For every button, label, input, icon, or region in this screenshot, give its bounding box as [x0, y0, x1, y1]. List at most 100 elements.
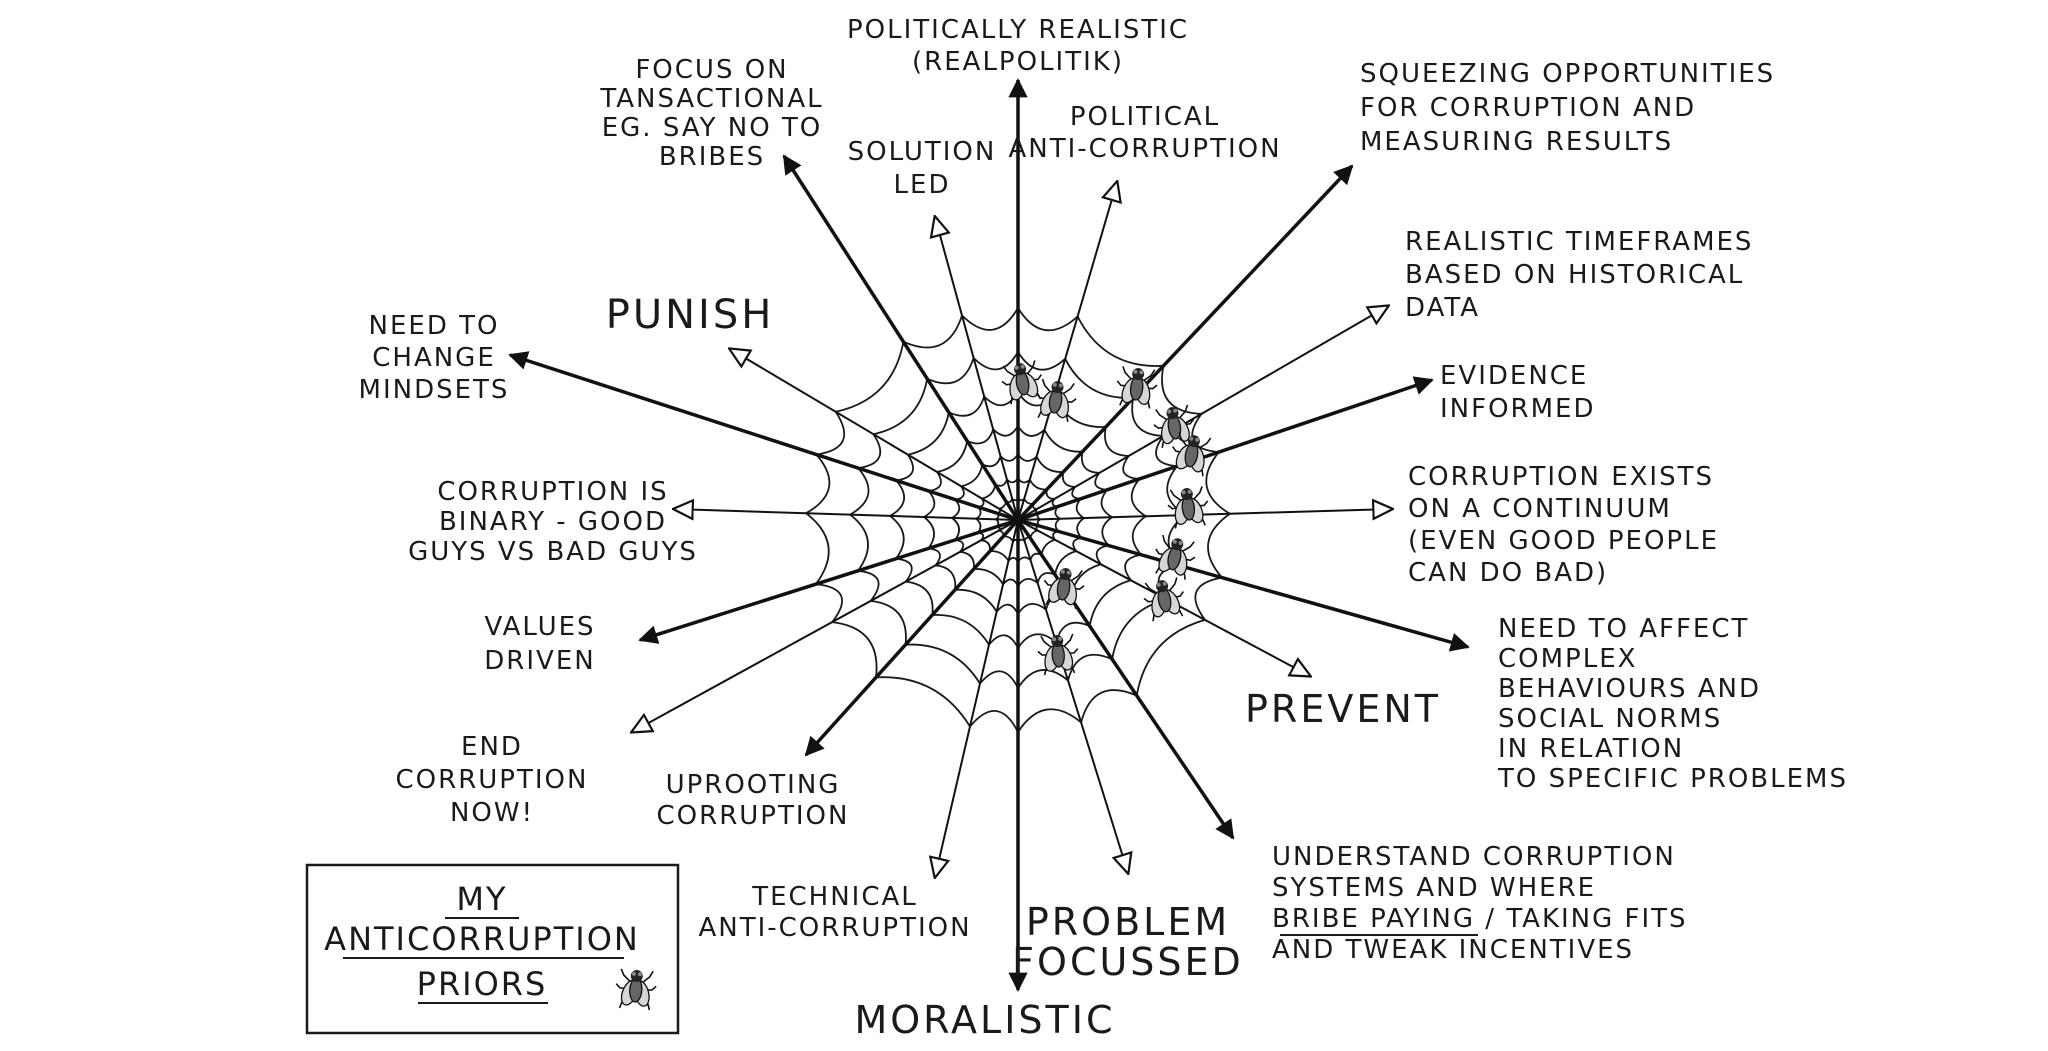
spoke-label-14: VALUES DRIVEN	[484, 612, 595, 676]
spoke-label-line: SYSTEMS AND WHERE	[1272, 873, 1596, 903]
spoke-label-line: SOLUTION	[848, 137, 997, 167]
spoke-label-line: FOCUS ON	[635, 55, 788, 85]
spoke-label-line: POLITICALLY REALISTIC	[847, 15, 1189, 45]
spoke-arrow-11	[935, 519, 1019, 877]
labels: POLITICALLY REALISTIC(REALPOLITIK)POLITI…	[359, 15, 1848, 1042]
web-ring-4	[889, 391, 1147, 649]
spoke-arrow-5	[1017, 509, 1392, 521]
spoke-label-line: EVIDENCE	[1440, 361, 1588, 391]
spoke-label-line: SQUEEZING OPPORTUNITIES	[1360, 59, 1775, 89]
spoke-label-line: FOCUSSED	[1012, 940, 1244, 984]
spoke-arrow-12	[804, 518, 1020, 757]
spoke-label-line: BRIBES	[659, 142, 765, 172]
web-ring-5	[849, 351, 1187, 689]
spoke-label-line: BEHAVIOURS AND	[1498, 674, 1761, 704]
fly-icon	[1114, 365, 1160, 410]
spoke-label-line: POLITICAL	[1070, 102, 1220, 132]
spoke-arrow-9	[1017, 519, 1128, 873]
fly-icon	[1140, 575, 1189, 623]
spoke-label-line: MINDSETS	[359, 375, 510, 405]
spokes	[508, 78, 1470, 992]
spoke-label-line: EG. SAY NO TO	[602, 113, 823, 143]
spoke-label-line: MORALISTIC	[854, 998, 1115, 1042]
spoke-label-line: PROBLEM	[1026, 900, 1230, 944]
spoke-arrow-1	[1017, 182, 1117, 521]
spoke-label-17: PUNISH	[606, 292, 775, 338]
spoke-label-line: (REALPOLITIK)	[912, 47, 1124, 77]
spoke-arrow-2	[1016, 164, 1354, 522]
spoke-label-line: PUNISH	[606, 292, 775, 338]
spoke-label-line: FOR CORRUPTION AND	[1360, 93, 1696, 123]
spoke-arrow-19	[935, 217, 1019, 521]
spoke-label-line: REALISTIC TIMEFRAMES	[1405, 227, 1753, 257]
spoke-label-line: DATA	[1405, 293, 1480, 323]
spoke-arrow-4	[1017, 376, 1434, 522]
spoke-label-line: INFORMED	[1440, 394, 1595, 424]
spoke-label-line: IN RELATION	[1498, 734, 1684, 764]
spoke-label-line: DRIVEN	[484, 646, 595, 676]
spoke-label-line: TO SPECIFIC PROBLEMS	[1497, 764, 1848, 794]
spoke-arrow-6	[1017, 518, 1470, 652]
spoke-label-line: UNDERSTAND CORRUPTION	[1272, 842, 1676, 872]
spoke-label-line: LED	[894, 170, 951, 200]
spoke-label-2: SQUEEZING OPPORTUNITIES FOR CORRUPTION AN…	[1360, 59, 1775, 157]
spoke-label-line: CORRUPTION	[396, 765, 589, 795]
spoke-label-line: NEED TO	[369, 311, 500, 341]
legend-title-line1: MY	[456, 880, 507, 918]
spoke-label-line: CORRUPTION EXISTS	[1408, 462, 1714, 492]
web-ring-0	[995, 497, 1041, 543]
spoke-label-line: NEED TO AFFECT	[1498, 614, 1749, 644]
spoke-label-line: VALUES	[484, 612, 595, 642]
web-ring-1	[975, 477, 1061, 563]
web-ring-2	[951, 453, 1085, 587]
spoke-arrow-17	[730, 349, 1019, 521]
spoke-label-line: AND TWEAK INCENTIVES	[1272, 935, 1634, 965]
spoke-label-line: ANTI-CORRUPTION	[1008, 134, 1281, 164]
spoke-arrow-15	[674, 509, 1019, 521]
spoke-arrow-16	[508, 351, 1019, 522]
spoke-label-line: TECHNICAL	[751, 882, 918, 912]
legend-title-line3: PRIORS	[417, 965, 548, 1003]
spoke-label-line: MEASURING RESULTS	[1360, 127, 1673, 157]
spoke-label-line: NOW!	[450, 798, 534, 828]
spoke-label-0: POLITICALLY REALISTIC(REALPOLITIK)	[847, 15, 1189, 77]
spoke-label-line: CHANGE	[372, 343, 496, 373]
legend-title-line2: ANTICORRUPTION	[324, 920, 640, 958]
spoke-label-line: ANTI-CORRUPTION	[698, 913, 971, 943]
spoke-label-line: PREVENT	[1245, 687, 1441, 731]
fly-icon	[1032, 377, 1079, 424]
spoke-label-line: CAN DO BAD)	[1408, 558, 1608, 588]
spoke-label-line: COMPLEX	[1498, 644, 1637, 674]
spoke-label-line: UPROOTING	[666, 770, 841, 800]
spoke-label-7: PREVENT	[1245, 687, 1441, 731]
fly-icon	[1150, 533, 1199, 582]
spoke-label-line: TANSACTIONAL	[599, 84, 823, 114]
spoke-arrow-3	[1017, 306, 1388, 521]
spoke-label-line: GUYS VS BAD GUYS	[408, 537, 698, 567]
spoke-label-line: (EVEN GOOD PEOPLE	[1408, 526, 1719, 556]
spoke-arrow-18	[782, 154, 1020, 521]
spoke-label-line: CORRUPTION	[657, 801, 850, 831]
spoke-label-10: MORALISTIC	[854, 998, 1115, 1042]
spoke-label-line: BINARY - GOOD	[439, 507, 667, 537]
legend-box: MY ANTICORRUPTION PRIORS	[305, 863, 680, 1035]
spoke-label-line: SOCIAL NORMS	[1498, 704, 1722, 734]
fly-icon	[1165, 485, 1211, 530]
spoke-arrow-13	[632, 519, 1019, 732]
spoke-label-line: END	[461, 732, 523, 762]
spoke-label-line: CORRUPTION IS	[437, 477, 668, 507]
